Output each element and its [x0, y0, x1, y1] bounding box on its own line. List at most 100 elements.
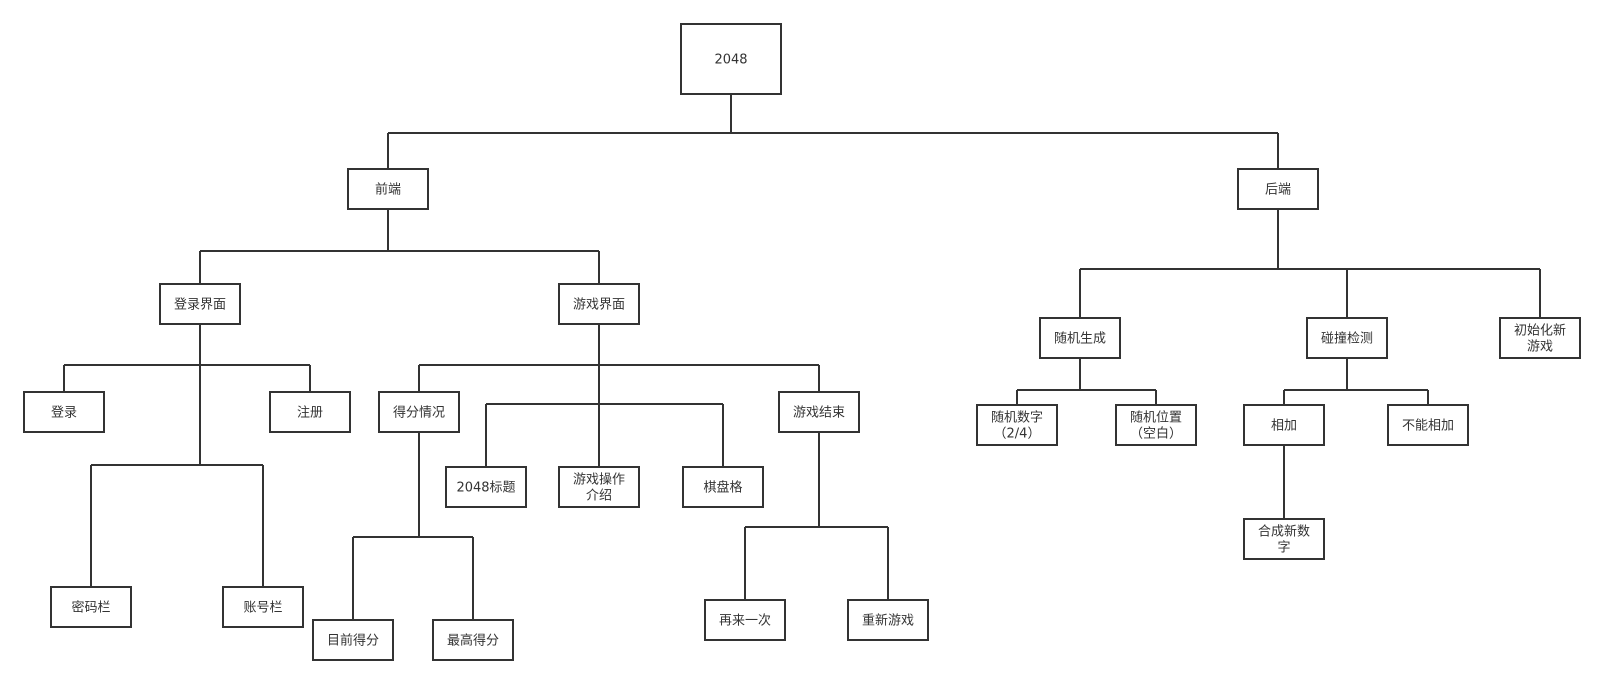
node-label-line: 最高得分 [447, 633, 499, 649]
node-game-ui: 游戏界面 [558, 283, 640, 325]
node-score-status: 得分情况 [378, 391, 460, 433]
node-label-random-number: 随机数字（2/4） [991, 411, 1043, 442]
node-label-line: 碰撞检测 [1321, 332, 1373, 347]
node-box-new-game [847, 599, 929, 641]
node-game-intro: 游戏操作介绍 [558, 466, 640, 508]
node-label-line: （2/4） [994, 427, 1041, 442]
node-box-add [1243, 404, 1325, 446]
node-label-board: 棋盘格 [703, 480, 742, 496]
node-box-frontend [347, 168, 429, 210]
node-merge-new: 合成新数字 [1243, 518, 1325, 560]
node-label-line: 相加 [1271, 419, 1297, 434]
node-box-game-intro [558, 466, 640, 508]
node-label-high-score: 最高得分 [447, 633, 499, 649]
node-label-line: 游戏界面 [573, 298, 625, 313]
node-box-score-status [378, 391, 460, 433]
node-label-account-field: 账号栏 [243, 601, 282, 616]
node-label-login: 登录 [51, 406, 77, 421]
node-init-game: 初始化新游戏 [1499, 317, 1581, 359]
node-label-title-2048: 2048标题 [456, 481, 515, 496]
node-label-line: 2048 [714, 53, 747, 68]
node-box-register [269, 391, 351, 433]
node-label-root: 2048 [714, 53, 747, 68]
node-label-new-game: 重新游戏 [862, 613, 914, 629]
node-play-again: 再来一次 [704, 599, 786, 641]
node-box-backend [1237, 168, 1319, 210]
node-label-backend: 后端 [1265, 183, 1291, 198]
node-label-line: 重新游戏 [862, 613, 914, 629]
node-label-game-over: 游戏结束 [793, 406, 845, 421]
node-label-line: 账号栏 [243, 601, 282, 616]
node-random-number: 随机数字（2/4） [976, 404, 1058, 446]
node-current-score: 目前得分 [312, 619, 394, 661]
node-label-line: 后端 [1265, 183, 1291, 198]
node-label-frontend: 前端 [375, 182, 401, 198]
node-label-line: 字 [1277, 541, 1290, 556]
node-login-ui: 登录界面 [159, 283, 241, 325]
node-no-add: 不能相加 [1387, 404, 1469, 446]
node-label-init-game: 初始化新游戏 [1514, 323, 1566, 355]
node-label-line: 棋盘格 [703, 480, 742, 496]
node-label-random-position: 随机位置（空白） [1130, 411, 1182, 442]
connector-lines [63, 94, 1541, 620]
node-label-score-status: 得分情况 [393, 405, 445, 421]
node-label-no-add: 不能相加 [1402, 419, 1454, 434]
node-label-game-ui: 游戏界面 [573, 298, 625, 313]
node-label-line: 再来一次 [719, 613, 771, 629]
node-label-line: 登录界面 [174, 298, 226, 313]
node-box-no-add [1387, 404, 1469, 446]
node-box-login-ui [159, 283, 241, 325]
node-random-gen: 随机生成 [1039, 317, 1121, 359]
node-random-position: 随机位置（空白） [1115, 404, 1197, 446]
node-box-init-game [1499, 317, 1581, 359]
node-label-line: 随机生成 [1054, 332, 1106, 347]
node-label-line: 前端 [375, 182, 401, 198]
node-box-account-field [222, 586, 304, 628]
node-login: 登录 [23, 391, 105, 433]
node-register: 注册 [269, 391, 351, 433]
node-add: 相加 [1243, 404, 1325, 446]
node-password-field: 密码栏 [50, 586, 132, 628]
node-collision: 碰撞检测 [1306, 317, 1388, 359]
node-label-line: 密码栏 [71, 600, 110, 616]
node-title-2048: 2048标题 [445, 466, 527, 508]
node-frontend: 前端 [347, 168, 429, 210]
node-box-current-score [312, 619, 394, 661]
node-box-random-gen [1039, 317, 1121, 359]
node-label-merge-new: 合成新数字 [1258, 524, 1310, 556]
node-box-high-score [432, 619, 514, 661]
node-box-random-position [1115, 404, 1197, 446]
node-label-line: 登录 [51, 406, 77, 421]
node-box-collision [1306, 317, 1388, 359]
node-label-line: （空白） [1130, 426, 1182, 442]
node-label-line: 游戏操作 [573, 472, 625, 488]
node-label-line: 游戏 [1527, 340, 1553, 355]
node-label-register: 注册 [297, 406, 323, 421]
node-box-game-over [778, 391, 860, 433]
node-label-line: 随机数字 [991, 411, 1043, 426]
node-box-merge-new [1243, 518, 1325, 560]
node-label-game-intro: 游戏操作介绍 [573, 472, 625, 504]
node-label-current-score: 目前得分 [327, 633, 379, 649]
node-backend: 后端 [1237, 168, 1319, 210]
node-label-login-ui: 登录界面 [174, 298, 226, 313]
node-box-title-2048 [445, 466, 527, 508]
node-new-game: 重新游戏 [847, 599, 929, 641]
node-box-game-ui [558, 283, 640, 325]
node-label-random-gen: 随机生成 [1054, 332, 1106, 347]
node-high-score: 最高得分 [432, 619, 514, 661]
node-box-root [680, 23, 782, 95]
node-account-field: 账号栏 [222, 586, 304, 628]
node-label-password-field: 密码栏 [71, 600, 110, 616]
node-label-line: 不能相加 [1402, 419, 1454, 434]
node-label-line: 注册 [297, 406, 323, 421]
node-label-collision: 碰撞检测 [1321, 332, 1373, 347]
node-label-line: 游戏结束 [793, 406, 845, 421]
node-box-password-field [50, 586, 132, 628]
node-label-line: 随机位置 [1130, 411, 1182, 426]
node-label-add: 相加 [1271, 419, 1297, 434]
node-root: 2048 [680, 23, 782, 95]
node-label-line: 介绍 [586, 489, 612, 504]
